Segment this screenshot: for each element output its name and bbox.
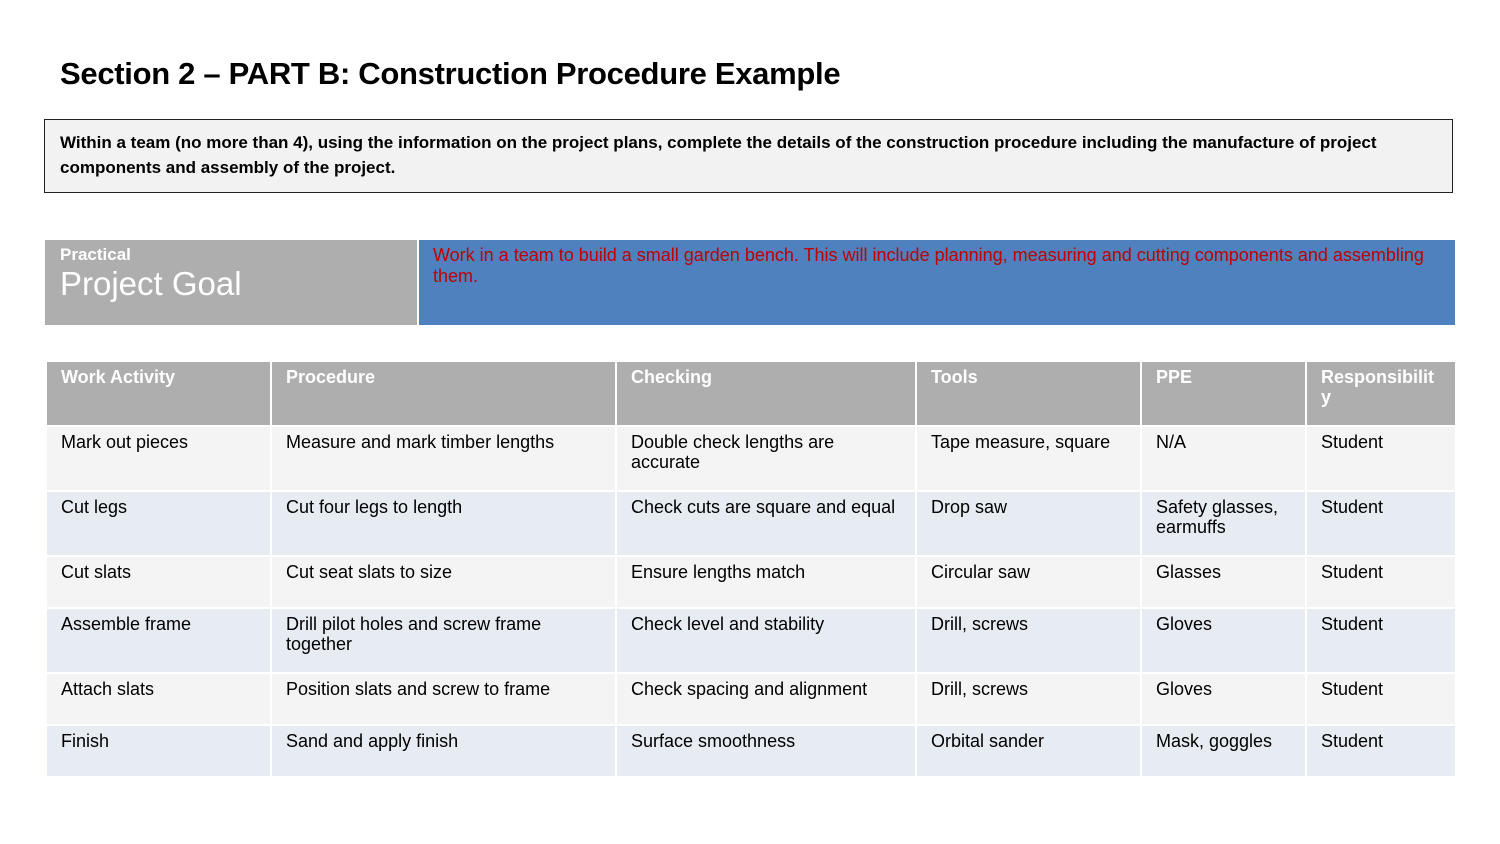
- page-title: Section 2 – PART B: Construction Procedu…: [60, 56, 841, 91]
- table-row: Finish Sand and apply finish Surface smo…: [45, 724, 1457, 778]
- cell-procedure: Cut four legs to length: [270, 490, 617, 557]
- cell-procedure: Measure and mark timber lengths: [270, 425, 617, 492]
- header-tools: Tools: [915, 360, 1142, 427]
- cell-tools: Tape measure, square: [915, 425, 1142, 492]
- instructions-box: Within a team (no more than 4), using th…: [44, 119, 1453, 193]
- cell-tools: Drop saw: [915, 490, 1142, 557]
- cell-responsibility: Student: [1305, 724, 1457, 778]
- cell-tools: Circular saw: [915, 555, 1142, 609]
- cell-ppe: N/A: [1140, 425, 1307, 492]
- cell-procedure: Cut seat slats to size: [270, 555, 617, 609]
- cell-work-activity: Finish: [45, 724, 272, 778]
- cell-work-activity: Cut slats: [45, 555, 272, 609]
- project-goal-label-cell: Practical Project Goal: [45, 240, 419, 325]
- cell-ppe: Gloves: [1140, 607, 1307, 674]
- cell-responsibility: Student: [1305, 490, 1457, 557]
- header-checking: Checking: [615, 360, 917, 427]
- cell-ppe: Mask, goggles: [1140, 724, 1307, 778]
- table-row: Mark out pieces Measure and mark timber …: [45, 425, 1457, 492]
- header-ppe: PPE: [1140, 360, 1307, 427]
- cell-work-activity: Attach slats: [45, 672, 272, 726]
- table-row: Assemble frame Drill pilot holes and scr…: [45, 607, 1457, 674]
- header-procedure: Procedure: [270, 360, 617, 427]
- cell-tools: Drill, screws: [915, 607, 1142, 674]
- cell-checking: Double check lengths are accurate: [615, 425, 917, 492]
- cell-responsibility: Student: [1305, 672, 1457, 726]
- cell-checking: Check spacing and alignment: [615, 672, 917, 726]
- cell-checking: Surface smoothness: [615, 724, 917, 778]
- cell-responsibility: Student: [1305, 425, 1457, 492]
- goal-label-big: Project Goal: [60, 265, 242, 302]
- cell-work-activity: Mark out pieces: [45, 425, 272, 492]
- table-row: Attach slats Position slats and screw to…: [45, 672, 1457, 726]
- cell-procedure: Position slats and screw to frame: [270, 672, 617, 726]
- project-goal-text: Work in a team to build a small garden b…: [419, 240, 1455, 325]
- cell-tools: Drill, screws: [915, 672, 1142, 726]
- project-goal-table: Practical Project Goal Work in a team to…: [45, 240, 1455, 325]
- cell-procedure: Drill pilot holes and screw frame togeth…: [270, 607, 617, 674]
- header-work-activity: Work Activity: [45, 360, 272, 427]
- construction-procedure-table: Work Activity Procedure Checking Tools P…: [45, 360, 1457, 778]
- cell-tools: Orbital sander: [915, 724, 1142, 778]
- cell-checking: Check cuts are square and equal: [615, 490, 917, 557]
- cell-procedure: Sand and apply finish: [270, 724, 617, 778]
- cell-work-activity: Assemble frame: [45, 607, 272, 674]
- table-row: Cut slats Cut seat slats to size Ensure …: [45, 555, 1457, 609]
- header-responsibility: Responsibility: [1305, 360, 1457, 427]
- cell-work-activity: Cut legs: [45, 490, 272, 557]
- cell-responsibility: Student: [1305, 607, 1457, 674]
- cell-checking: Ensure lengths match: [615, 555, 917, 609]
- goal-label-small: Practical: [60, 245, 131, 264]
- table-row: Cut legs Cut four legs to length Check c…: [45, 490, 1457, 557]
- cell-ppe: Safety glasses, earmuffs: [1140, 490, 1307, 557]
- instructions-text: Within a team (no more than 4), using th…: [60, 133, 1377, 177]
- table-header-row: Work Activity Procedure Checking Tools P…: [45, 360, 1457, 427]
- cell-ppe: Gloves: [1140, 672, 1307, 726]
- cell-ppe: Glasses: [1140, 555, 1307, 609]
- cell-responsibility: Student: [1305, 555, 1457, 609]
- cell-checking: Check level and stability: [615, 607, 917, 674]
